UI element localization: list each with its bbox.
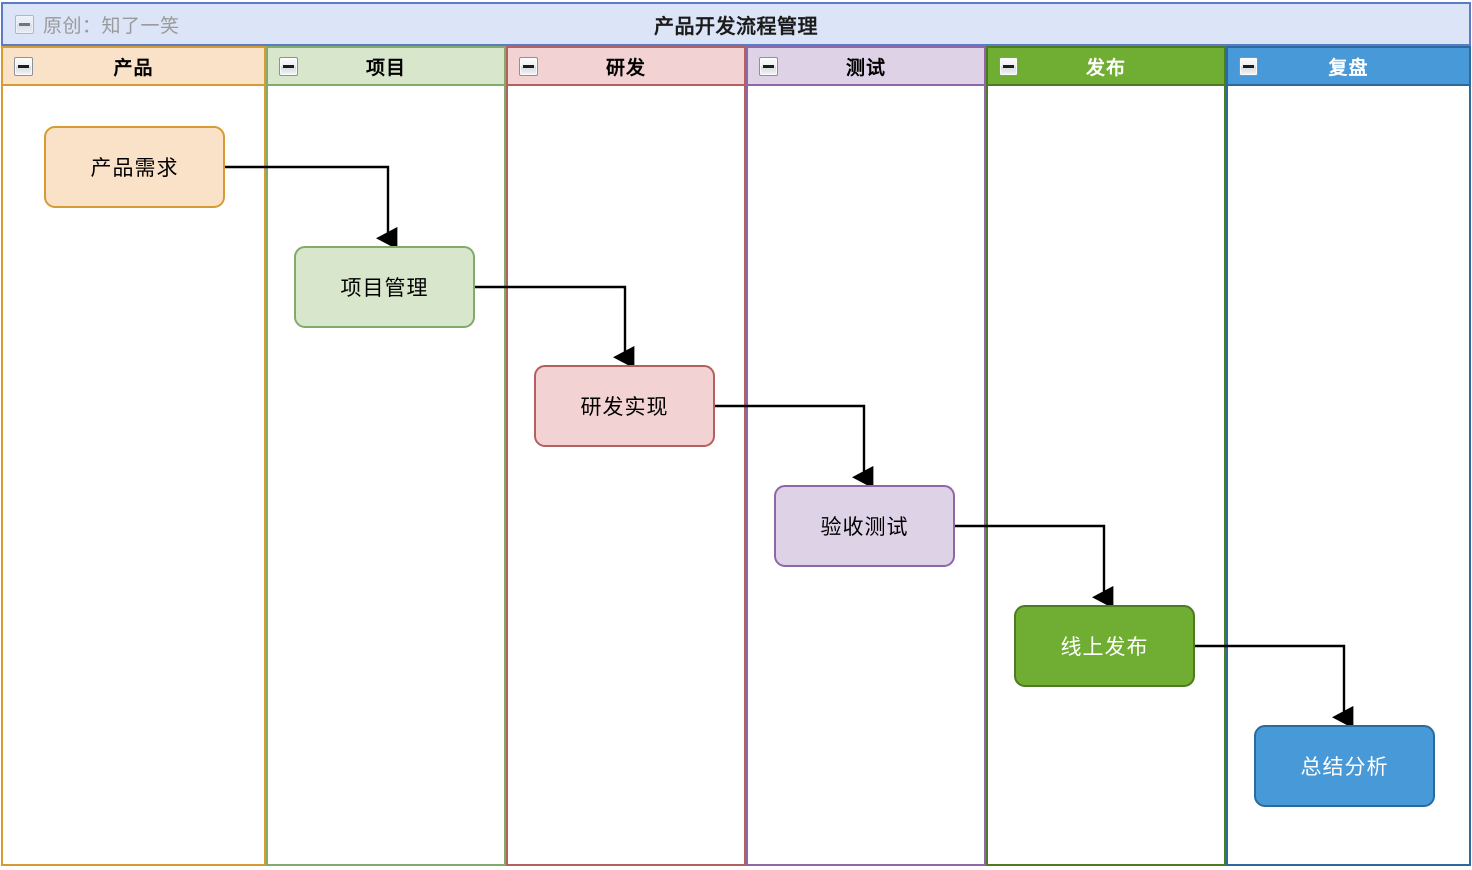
collapse-minus-icon[interactable] [279, 56, 298, 76]
swimlane-5[interactable]: 发布 [986, 46, 1226, 866]
collapse-minus-icon[interactable] [999, 56, 1018, 76]
flow-node-4[interactable]: 验收测试 [774, 485, 955, 567]
flow-node-1[interactable]: 产品需求 [44, 126, 225, 208]
swimlane-header-4[interactable]: 测试 [746, 46, 986, 86]
swimlane-header-2[interactable]: 项目 [266, 46, 506, 86]
swimlane-header-5[interactable]: 发布 [986, 46, 1226, 86]
collapse-minus-icon[interactable] [15, 14, 34, 34]
swimlane-3[interactable]: 研发 [506, 46, 746, 866]
flow-node-2[interactable]: 项目管理 [294, 246, 475, 328]
watermark-credit: 原创：知了一笑 [15, 4, 180, 44]
swimlane-body-2 [266, 86, 506, 866]
collapse-minus-icon[interactable] [759, 56, 778, 76]
flow-node-5[interactable]: 线上发布 [1014, 605, 1195, 687]
flow-node-3[interactable]: 研发实现 [534, 365, 715, 447]
swimlane-header-6[interactable]: 复盘 [1226, 46, 1471, 86]
swimlane-body-6 [1226, 86, 1471, 866]
flow-node-6[interactable]: 总结分析 [1254, 725, 1435, 807]
collapse-minus-icon[interactable] [14, 56, 33, 76]
collapse-minus-icon[interactable] [519, 56, 538, 76]
watermark-label: 原创：知了一笑 [43, 15, 180, 37]
swimlane-body-5 [986, 86, 1226, 866]
swimlane-body-1 [1, 86, 266, 866]
collapse-minus-icon[interactable] [1239, 56, 1258, 76]
